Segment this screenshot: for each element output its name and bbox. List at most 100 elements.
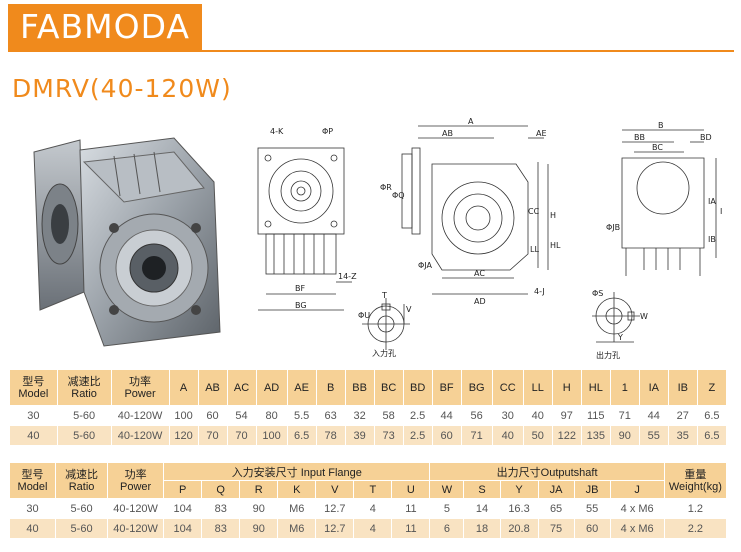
table-cell: 40 [8, 518, 57, 539]
table-cell: 115 [580, 405, 611, 426]
table-cell: 2.2 [663, 518, 728, 539]
table-cell: 5-60 [56, 425, 112, 446]
header-cell: 1 [609, 369, 640, 406]
header-cell: BC [373, 369, 404, 406]
label-cc: CC [528, 207, 540, 216]
label-phi-s: ΦS [592, 289, 603, 298]
header-cell: U [391, 480, 431, 499]
header-cell: BG [460, 369, 493, 406]
table-cell: 4 [353, 498, 393, 519]
table-cell: 4 x M6 [609, 498, 665, 519]
gearbox-photo [33, 137, 221, 347]
right-view-drawing: B BB BD BC ΦJB IA IB I [606, 121, 722, 276]
table-cell: 11 [391, 518, 431, 539]
label-phi-jb: ΦJB [606, 223, 620, 232]
header-cell: A [168, 369, 199, 406]
table-cell: 63 [315, 405, 346, 426]
table-cell: M6 [277, 498, 317, 519]
table-cell: 55 [638, 425, 669, 446]
table-cell: 122 [551, 425, 582, 446]
table-cell: 32 [344, 405, 375, 426]
table-cell: 60 [197, 405, 228, 426]
label-phi-r: ΦR [380, 183, 392, 192]
table-row: 30 5-60 40-120W 104 83 90 M6 12.7 4 11 5… [8, 498, 728, 519]
table-cell: 5.5 [286, 405, 317, 426]
label-y: Y [617, 333, 623, 342]
header-cell: BF [431, 369, 462, 406]
table-cell: 65 [537, 498, 575, 519]
table-cell: 78 [315, 425, 346, 446]
header-cell: H [551, 369, 582, 406]
table-cell: 44 [431, 405, 462, 426]
label-4-k: 4-K [270, 127, 284, 136]
table-cell: 5-60 [55, 498, 109, 519]
table-cell: 104 [163, 498, 203, 519]
table-cell: 5-60 [56, 405, 112, 426]
header-input-flange: 入力安装尺寸 Input Flange [163, 462, 431, 481]
table-cell: 70 [197, 425, 228, 446]
table-cell: 6.5 [696, 425, 728, 446]
label-ia: IA [708, 197, 716, 206]
label-a: A [468, 118, 474, 126]
table-cell: 5-60 [55, 518, 109, 539]
table-cell: 83 [201, 498, 241, 519]
table-cell: 71 [460, 425, 493, 446]
table-cell: 50 [522, 425, 553, 446]
table-cell: 80 [255, 405, 288, 426]
table-cell: 70 [226, 425, 257, 446]
label-i: I [720, 207, 722, 216]
table-row: 40 5-60 40-120W 104 83 90 M6 12.7 4 11 6… [8, 518, 728, 539]
header-cell: Z [696, 369, 728, 406]
header-cell: AD [255, 369, 288, 406]
header-cell: IB [667, 369, 698, 406]
label-ac: AC [474, 269, 485, 278]
table-cell: 12.7 [315, 498, 355, 519]
table-cell: 16.3 [499, 498, 539, 519]
table-cell: 40-120W [110, 425, 170, 446]
table-cell: 40-120W [107, 498, 165, 519]
table-cell: 20.8 [499, 518, 539, 539]
table-cell: 83 [201, 518, 241, 539]
table-cell: 4 x M6 [609, 518, 665, 539]
label-ib: IB [708, 235, 716, 244]
table-cell: 14 [463, 498, 501, 519]
table-cell: 11 [391, 498, 431, 519]
header-output-shaft: 出力尺寸Outputshaft [429, 462, 665, 481]
table-cell: 54 [226, 405, 257, 426]
table-cell: 97 [551, 405, 582, 426]
input-hole-drawing: T V ΦU 入力孔 [358, 291, 412, 358]
header-cell: HL [580, 369, 611, 406]
label-v: V [406, 305, 412, 314]
header-cell: Q [201, 480, 241, 499]
table-cell: 135 [580, 425, 611, 446]
header-cell: W [429, 480, 465, 499]
table-cell: 6 [429, 518, 465, 539]
table-cell: 100 [168, 405, 199, 426]
table-cell: M6 [277, 518, 317, 539]
table-cell: 58 [373, 405, 404, 426]
header-cell: JA [537, 480, 575, 499]
header-cell: S [463, 480, 501, 499]
table-cell: 104 [163, 518, 203, 539]
table-cell: 40 [522, 405, 553, 426]
label-phi-ja: ΦJA [418, 261, 433, 270]
table-cell: 27 [667, 405, 698, 426]
header-cell: BB [344, 369, 375, 406]
table-cell: 12.7 [315, 518, 355, 539]
header-cell: AE [286, 369, 317, 406]
table-cell: 90 [239, 518, 279, 539]
table-cell: 40-120W [107, 518, 165, 539]
label-phi-u: ΦU [358, 311, 370, 320]
label-4-j: 4-J [534, 287, 545, 296]
table-row: 40 5-60 40-120W 120 70 70 100 6.5 78 39 … [9, 425, 728, 446]
output-hole-caption: 出力孔 [596, 350, 620, 360]
label-hl: HL [550, 241, 561, 250]
model-title: DMRV(40-120W) [12, 74, 232, 103]
table-cell: 100 [255, 425, 288, 446]
